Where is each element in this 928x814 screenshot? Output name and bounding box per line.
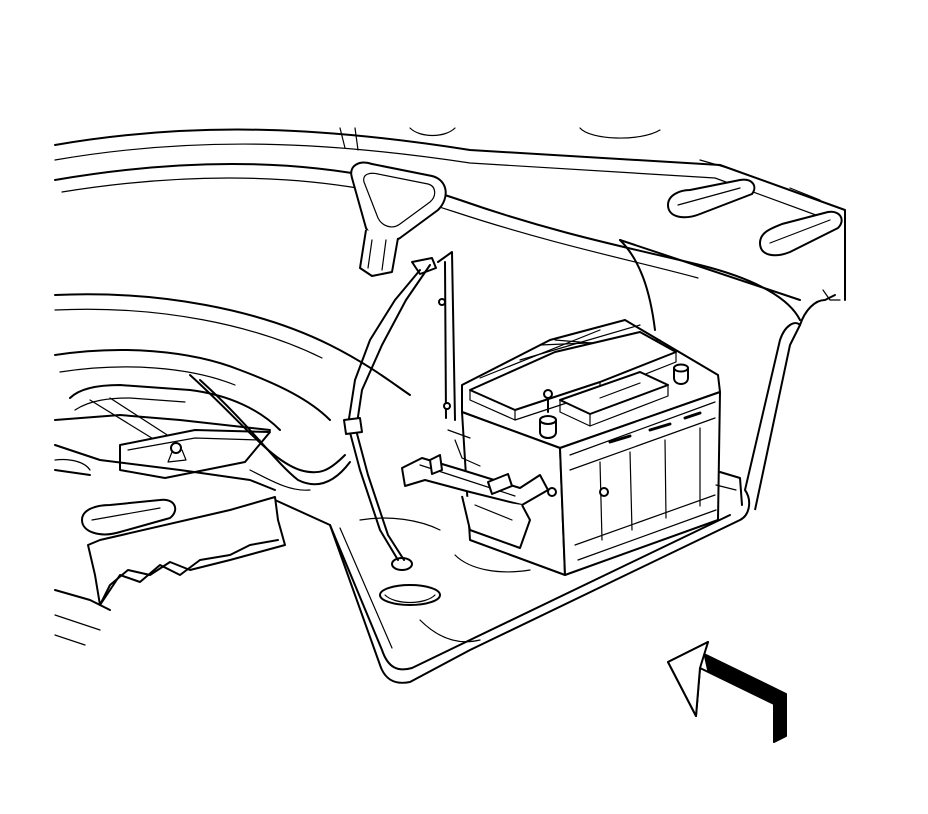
battery	[461, 319, 721, 576]
battery-clamp	[401, 429, 609, 549]
direction-arrow-icon	[667, 641, 787, 743]
vertical-bracket-plate	[437, 251, 456, 421]
battery-side-support	[715, 471, 743, 506]
bin-floor	[359, 517, 531, 606]
left-cargo-floor	[54, 293, 411, 441]
rear-panel-slot-left	[667, 178, 756, 219]
tie-down-loop	[350, 161, 447, 277]
rear-panel-slot-right	[759, 210, 843, 257]
floor-cables	[189, 374, 351, 491]
upper-rear-panel	[54, 127, 846, 321]
floor-cross-section	[54, 444, 286, 646]
hold-down-rod	[343, 257, 437, 561]
jack-storage-plate	[119, 429, 271, 479]
